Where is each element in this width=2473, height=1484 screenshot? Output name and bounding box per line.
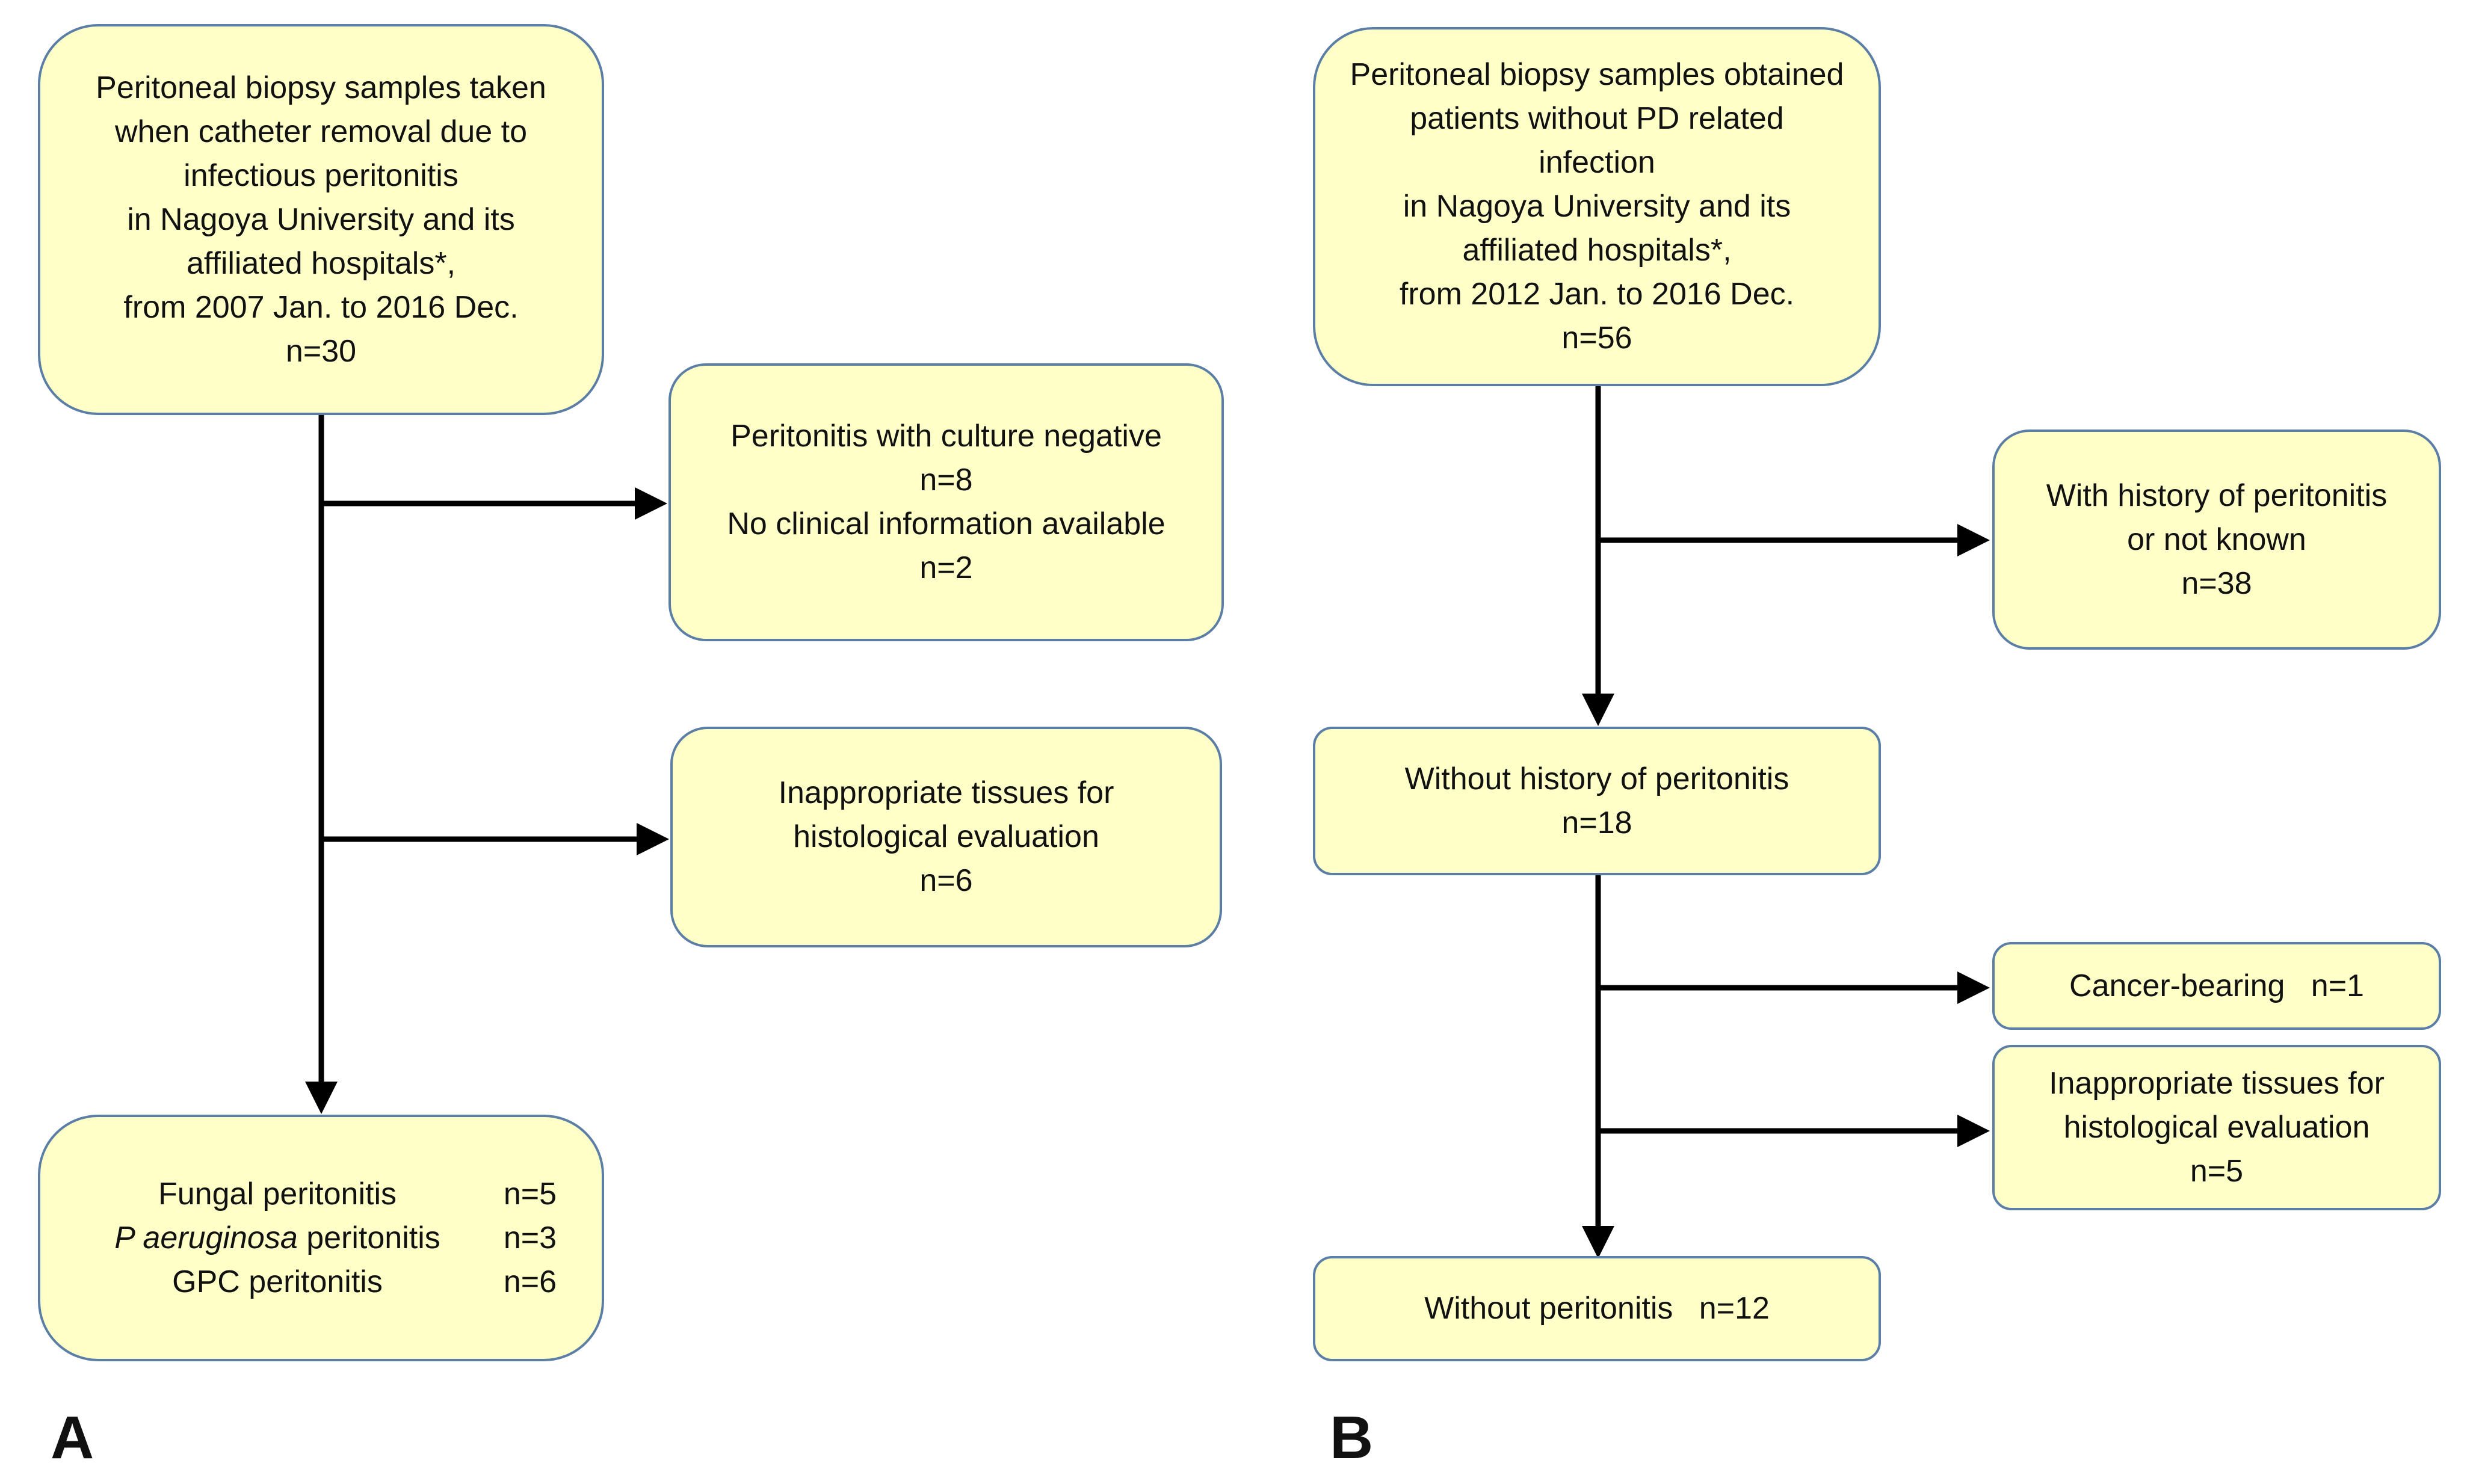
box-line: n=8 — [919, 463, 973, 497]
box-line: Peritoneal biopsy samples obtained — [1350, 57, 1844, 92]
b-exclusion-box-1: With history of peritonitis or not known… — [1992, 429, 2441, 650]
box-line: infection — [1539, 145, 1655, 180]
result-row: P aeruginosa peritonitis n=3 — [73, 1216, 578, 1260]
result-name: P aeruginosa peritonitis — [114, 1220, 440, 1255]
box-line: n=30 — [285, 333, 357, 369]
b-exclusion-box-2: Cancer-bearing n=1 — [1992, 942, 2441, 1030]
box-line: Cancer-bearing n=1 — [2069, 968, 2364, 1003]
box-line: n=5 — [2190, 1154, 2244, 1189]
box-line: histological evaluation — [2063, 1110, 2370, 1145]
a-result-box: Fungal peritonitis n=5 P aeruginosa peri… — [38, 1115, 604, 1361]
box-line: Peritoneal biopsy samples taken — [96, 70, 546, 105]
box-line: n=18 — [1561, 805, 1632, 840]
box-line: or not known — [2127, 522, 2306, 557]
box-line: from 2012 Jan. to 2016 Dec. — [1399, 277, 1795, 312]
result-row: Fungal peritonitis n=5 — [73, 1172, 578, 1216]
result-count: n=6 — [503, 1264, 557, 1299]
box-line: affiliated hospitals*, — [1462, 233, 1732, 268]
a-exclusion-box-2: Inappropriate tissues for histological e… — [670, 727, 1222, 947]
box-line: n=56 — [1561, 321, 1632, 356]
box-line: affiliated hospitals*, — [186, 245, 456, 281]
box-line: in Nagoya University and its — [1403, 189, 1791, 224]
box-line: n=38 — [2181, 565, 2252, 601]
box-line: Without peritonitis n=12 — [1424, 1291, 1770, 1326]
box-line: when catheter removal due to — [114, 114, 528, 149]
box-line: Inappropriate tissues for — [778, 775, 1114, 810]
result-count: n=5 — [503, 1176, 557, 1212]
box-line: from 2007 Jan. to 2016 Dec. — [123, 289, 519, 325]
panel-label-a: A — [51, 1404, 94, 1471]
box-line: Inappropriate tissues for — [2049, 1066, 2385, 1101]
result-name: GPC peritonitis — [172, 1264, 383, 1299]
b-exclusion-box-3: Inappropriate tissues for histological e… — [1992, 1045, 2441, 1210]
b-result-box: Without peritonitis n=12 — [1313, 1256, 1881, 1361]
box-line: No clinical information available — [727, 506, 1165, 541]
box-line: Without history of peritonitis — [1404, 761, 1789, 796]
b-start-box: Peritoneal biopsy samples obtained patie… — [1313, 27, 1881, 386]
box-line: in Nagoya University and its — [127, 202, 515, 237]
box-line: infectious peritonitis — [184, 158, 458, 193]
box-line: histological evaluation — [793, 819, 1099, 854]
panel-label-b: B — [1330, 1404, 1374, 1471]
b-middle-box: Without history of peritonitis n=18 — [1313, 727, 1881, 875]
box-line: n=2 — [919, 550, 973, 585]
box-line: n=6 — [919, 863, 973, 898]
box-line: Peritonitis with culture negative — [730, 419, 1162, 454]
box-line: patients without PD related — [1410, 101, 1784, 136]
a-exclusion-box-1: Peritonitis with culture negative n=8 No… — [668, 363, 1224, 641]
a-start-box: Peritoneal biopsy samples taken when cat… — [38, 24, 604, 415]
result-name: Fungal peritonitis — [158, 1176, 397, 1212]
box-line: With history of peritonitis — [2046, 478, 2388, 513]
result-count: n=3 — [503, 1220, 557, 1255]
result-row: GPC peritonitis n=6 — [73, 1260, 578, 1304]
